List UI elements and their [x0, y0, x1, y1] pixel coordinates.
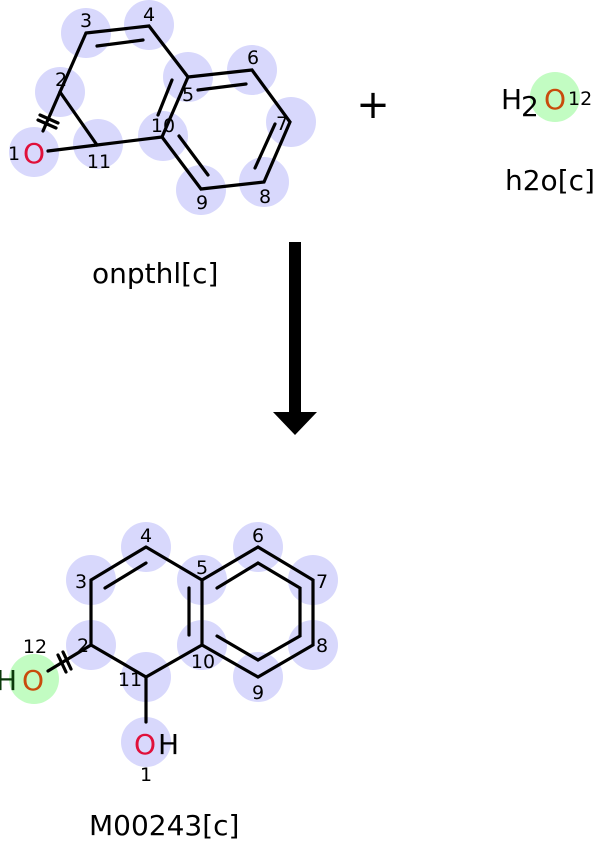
- svg-text:12: 12: [23, 636, 47, 658]
- svg-text:H: H: [501, 83, 522, 116]
- svg-text:9: 9: [196, 192, 208, 214]
- svg-text:8: 8: [259, 186, 271, 208]
- svg-text:2: 2: [521, 90, 539, 123]
- product-atom-numbers: 4 3 2 11 10 5 6 7 8 9 1 12 O H H O: [0, 525, 328, 786]
- product-bonds: [46, 545, 315, 724]
- product-label: M00243[c]: [89, 809, 239, 841]
- svg-text:7: 7: [276, 113, 288, 135]
- reaction-arrow: [273, 242, 317, 435]
- svg-text:1: 1: [8, 143, 20, 165]
- svg-text:1: 1: [140, 764, 152, 786]
- svg-text:O: O: [544, 83, 566, 116]
- reactant-onpthl-label: onpthl[c]: [92, 257, 218, 290]
- svg-text:10: 10: [151, 115, 175, 137]
- svg-text:4: 4: [140, 525, 152, 547]
- water-molecule: H 2 O 12: [501, 72, 592, 123]
- svg-text:2: 2: [55, 69, 67, 91]
- svg-text:6: 6: [252, 525, 264, 547]
- svg-text:2: 2: [77, 635, 89, 657]
- svg-text:12: 12: [568, 88, 592, 110]
- svg-text:3: 3: [80, 10, 92, 32]
- oxygen-atom: O: [23, 137, 45, 170]
- oh12-oxygen: O: [22, 664, 44, 697]
- oh1-hydrogen: H: [158, 728, 179, 761]
- svg-text:6: 6: [247, 47, 259, 69]
- svg-text:8: 8: [316, 635, 328, 657]
- svg-text:9: 9: [252, 682, 264, 704]
- svg-text:7: 7: [316, 571, 328, 593]
- plus-sign: +: [356, 82, 390, 128]
- oh1-oxygen: O: [134, 728, 156, 761]
- svg-text:11: 11: [87, 151, 111, 173]
- reactant-h2o-label: h2o[c]: [505, 164, 595, 197]
- svg-text:10: 10: [191, 651, 215, 673]
- svg-text:5: 5: [182, 84, 194, 106]
- svg-text:3: 3: [75, 571, 87, 593]
- oh12-hydrogen: H: [0, 664, 17, 697]
- onpthl-atom-numbers: 3 4 5 6 7 8 9 10 11 2 1 O: [8, 4, 288, 214]
- svg-text:11: 11: [118, 669, 142, 691]
- svg-text:5: 5: [196, 557, 208, 579]
- onpthl-bonds: [36, 24, 292, 191]
- svg-text:4: 4: [143, 4, 155, 26]
